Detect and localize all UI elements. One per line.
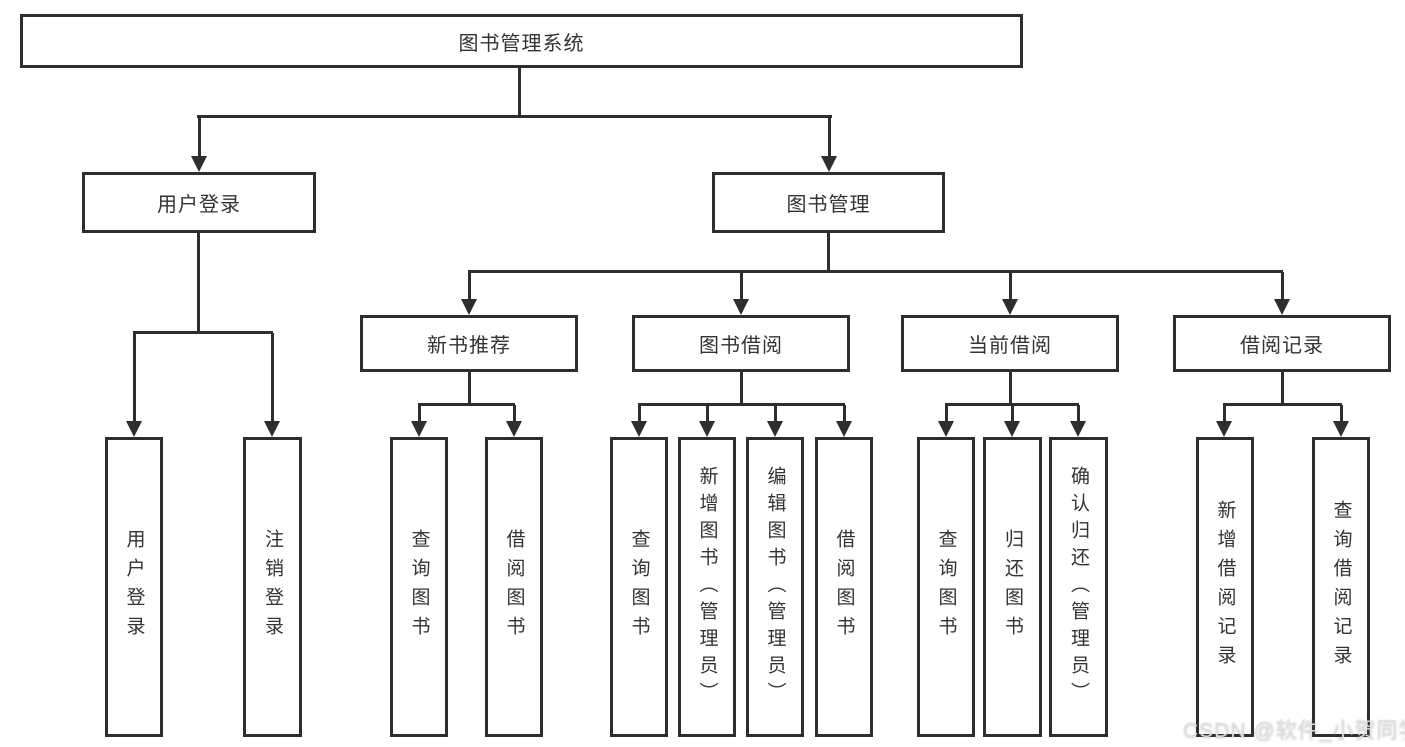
node-label: 图书借阅 [699, 335, 783, 357]
node-user-login-leaf: 用户登录 [105, 437, 163, 737]
node-borrow-books: 借阅图书 [485, 437, 543, 737]
node-label: 查询图书 [935, 529, 957, 645]
arrow-down-icon [938, 421, 954, 437]
node-borrow-records: 借阅记录 [1173, 315, 1391, 372]
connector-line [945, 405, 948, 421]
arrow-down-icon [821, 156, 837, 172]
connector-line [828, 118, 831, 158]
node-label: 编辑图书（管理员） [764, 465, 786, 709]
node-label: 查询图书 [628, 529, 650, 645]
connector-line [827, 233, 830, 272]
node-edit-books-admin: 编辑图书（管理员） [746, 437, 804, 737]
connector-line [1281, 372, 1284, 405]
arrow-down-icon [461, 299, 477, 315]
node-borrow-books: 借阅图书 [815, 437, 873, 737]
node-book-borrow: 图书借阅 [632, 315, 850, 372]
arrow-down-icon [264, 421, 280, 437]
arrow-down-icon [733, 299, 749, 315]
node-label: 查询借阅记录 [1330, 500, 1352, 674]
connector-line [1011, 405, 1014, 421]
connector-line [740, 272, 743, 300]
connector-line [468, 272, 471, 300]
node-label: 借阅图书 [503, 529, 525, 645]
connector-line [1281, 272, 1284, 300]
node-label: 注销登录 [262, 529, 283, 645]
node-user-login: 用户登录 [82, 172, 316, 233]
arrow-down-icon [1070, 421, 1086, 437]
node-label: 新增图书（管理员） [696, 465, 718, 709]
connector-line [740, 372, 743, 405]
connector-line [1009, 372, 1012, 405]
arrow-down-icon [191, 156, 207, 172]
arrow-down-icon [411, 421, 427, 437]
connector-line [197, 115, 832, 118]
node-query-books: 查询图书 [610, 437, 668, 737]
connector-line [468, 372, 471, 405]
arrow-down-icon [699, 421, 715, 437]
node-label: 用户登录 [157, 194, 241, 216]
node-label: 当前借阅 [968, 335, 1052, 357]
connector-line [468, 270, 1283, 273]
node-label: 图书管理系统 [458, 32, 585, 55]
node-label: 借阅记录 [1240, 335, 1324, 357]
node-label: 归还图书 [1002, 529, 1023, 645]
node-new-book-recommend: 新书推荐 [360, 315, 578, 372]
arrow-down-icon [126, 421, 142, 437]
connector-line [1223, 403, 1342, 406]
connector-line [638, 403, 845, 406]
node-confirm-return-admin: 确认归还（管理员） [1049, 437, 1108, 737]
connector-line [843, 405, 846, 421]
node-add-books-admin: 新增图书（管理员） [678, 437, 736, 737]
node-label: 用户登录 [123, 529, 145, 645]
node-label: 新增借阅记录 [1214, 500, 1236, 674]
node-return-books: 归还图书 [983, 437, 1042, 737]
connector-line [513, 405, 516, 421]
connector-line [1077, 405, 1080, 421]
node-book-management: 图书管理 [712, 172, 945, 233]
connector-line [1340, 405, 1343, 421]
connector-line [1009, 272, 1012, 300]
node-label: 图书管理 [786, 194, 871, 216]
arrow-down-icon [1333, 421, 1349, 437]
connector-line [638, 405, 641, 421]
node-library-management-system: 图书管理系统 [20, 14, 1023, 68]
connector-line [271, 333, 274, 421]
connector-line [418, 405, 421, 421]
arrow-down-icon [1216, 421, 1232, 437]
arrow-down-icon [836, 421, 852, 437]
node-label: 新书推荐 [427, 335, 511, 357]
connector-line [197, 233, 200, 333]
connector-line [774, 405, 777, 421]
node-label: 借阅图书 [833, 529, 855, 645]
node-logout: 注销登录 [243, 437, 302, 737]
arrow-down-icon [506, 421, 522, 437]
node-label: 确认归还（管理员） [1068, 465, 1089, 709]
connector-line [518, 68, 521, 118]
arrow-down-icon [1274, 299, 1290, 315]
node-query-books: 查询图书 [917, 437, 975, 737]
connector-line [133, 331, 273, 334]
connector-line [133, 333, 136, 421]
connector-line [198, 118, 201, 158]
node-query-borrow-record: 查询借阅记录 [1312, 437, 1370, 737]
node-add-borrow-record: 新增借阅记录 [1196, 437, 1254, 737]
watermark-text: CSDN @软件_小贺同学 [1183, 719, 1405, 742]
node-current-borrow: 当前借阅 [901, 315, 1119, 372]
arrow-down-icon [767, 421, 783, 437]
node-query-books: 查询图书 [390, 437, 448, 737]
connector-line [1223, 405, 1226, 421]
connector-line [706, 405, 709, 421]
node-label: 查询图书 [408, 529, 430, 645]
arrow-down-icon [1004, 421, 1020, 437]
connector-line [945, 403, 1079, 406]
arrow-down-icon [1002, 299, 1018, 315]
connector-line [418, 403, 515, 406]
arrow-down-icon [631, 421, 647, 437]
